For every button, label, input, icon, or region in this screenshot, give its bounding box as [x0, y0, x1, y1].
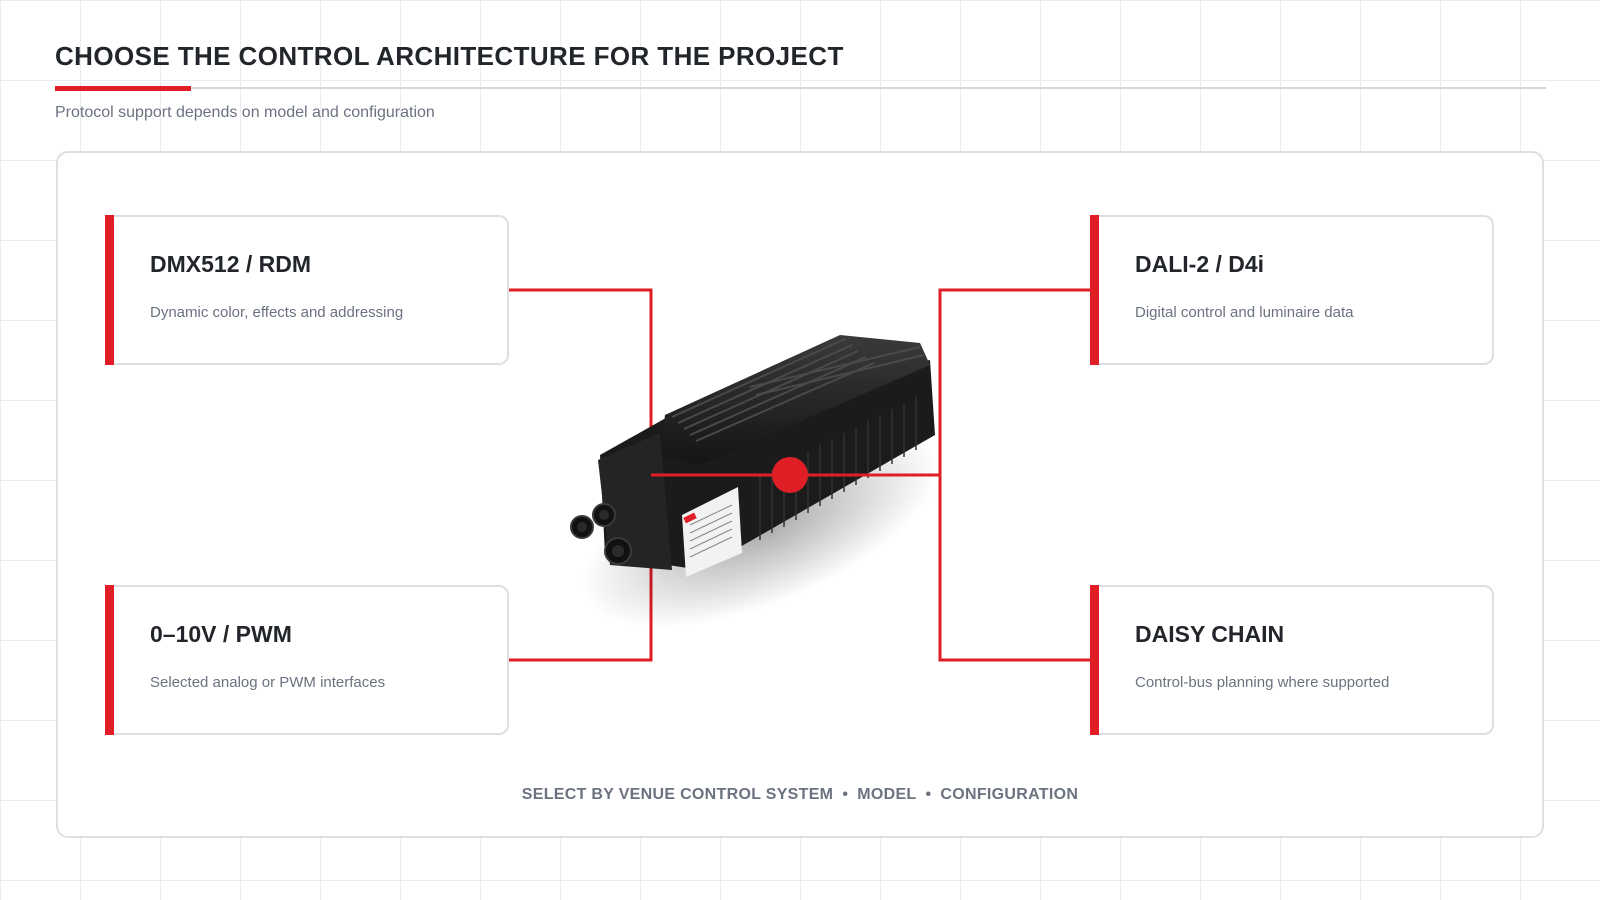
- card-dmx512-rdm: DMX512 / RDM Dynamic color, effects and …: [105, 215, 509, 365]
- card-description: Selected analog or PWM interfaces: [150, 674, 386, 691]
- footer-item-configuration: CONFIGURATION: [940, 786, 1079, 803]
- card-accent-bar: [105, 215, 114, 365]
- card-dali2-d4i: DALI-2 / D4i Digital control and luminai…: [1090, 215, 1494, 365]
- footer-item-model: MODEL: [857, 786, 917, 803]
- selection-criteria-footer: SELECT BY VENUE CONTROL SYSTEM • MODEL • CON…: [0, 786, 1600, 804]
- card-0-10v-pwm: 0–10V / PWM Selected analog or PWM inter…: [105, 585, 509, 735]
- card-description: Digital control and luminaire data: [1135, 304, 1354, 321]
- card-accent-bar: [1090, 585, 1099, 735]
- footer-item-venue-control-system: SELECT BY VENUE CONTROL SYSTEM: [521, 786, 834, 803]
- page-title: CHOOSE THE CONTROL ARCHITECTURE FOR THE …: [55, 41, 844, 71]
- page-subtitle: Protocol support depends on model and co…: [55, 104, 435, 121]
- footer-separator: •: [842, 786, 849, 803]
- card-accent-bar: [1090, 215, 1099, 365]
- card-accent-bar: [105, 585, 114, 735]
- card-title: DMX512 / RDM: [150, 251, 312, 277]
- card-title: DALI-2 / D4i: [1135, 251, 1265, 277]
- card-description: Dynamic color, effects and addressing: [150, 304, 404, 321]
- title-accent-bar: [55, 86, 191, 91]
- footer-separator: •: [925, 786, 932, 803]
- title-divider: [55, 87, 1546, 89]
- card-description: Control-bus planning where supported: [1135, 674, 1390, 691]
- card-title: 0–10V / PWM: [150, 621, 292, 647]
- card-daisy-chain: DAISY CHAIN Control-bus planning where s…: [1090, 585, 1494, 735]
- card-title: DAISY CHAIN: [1135, 621, 1285, 647]
- controller-device-image: [570, 335, 939, 628]
